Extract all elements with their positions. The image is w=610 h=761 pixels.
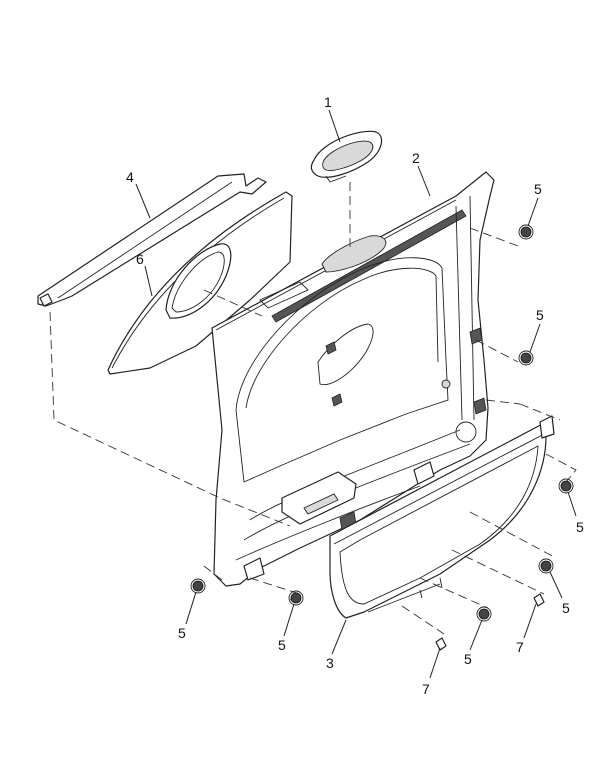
fastener-5-c: [558, 478, 574, 494]
fastener-5-d: [538, 558, 554, 574]
part-4-trim-strip: [37, 173, 267, 307]
callout-4: 4: [126, 169, 134, 185]
callout-5f: 5: [278, 637, 286, 653]
fastener-5-e: [476, 606, 492, 622]
callout-6: 6: [136, 251, 144, 267]
callout-5e: 5: [464, 651, 472, 667]
callout-5g: 5: [178, 625, 186, 641]
callout-7b: 7: [516, 639, 524, 655]
callout-3: 3: [326, 655, 334, 671]
callout-5c: 5: [576, 519, 584, 535]
clip-7-a: [435, 637, 447, 651]
fastener-5-a: [518, 224, 534, 240]
callout-5d: 5: [562, 600, 570, 616]
fastener-5-b: [518, 350, 534, 366]
callout-labels: 1 2 3 4 5 5 5 5 5 5 5 6 7 7: [126, 94, 584, 697]
part-2-door-trim-panel: [211, 171, 495, 587]
callout-5b: 5: [536, 307, 544, 323]
leader-lines: [135, 109, 577, 679]
fastener-5-g: [190, 578, 206, 594]
fastener-5-f: [288, 590, 304, 606]
part-6-window-panel: [107, 191, 293, 375]
callout-7a: 7: [422, 681, 430, 697]
part-3-lower-panel: [329, 415, 555, 619]
part-1-handle-bezel: [310, 130, 383, 183]
clip-7-b: [533, 593, 545, 607]
callout-1: 1: [324, 94, 332, 110]
callout-5a: 5: [534, 181, 542, 197]
callout-2: 2: [412, 150, 420, 166]
